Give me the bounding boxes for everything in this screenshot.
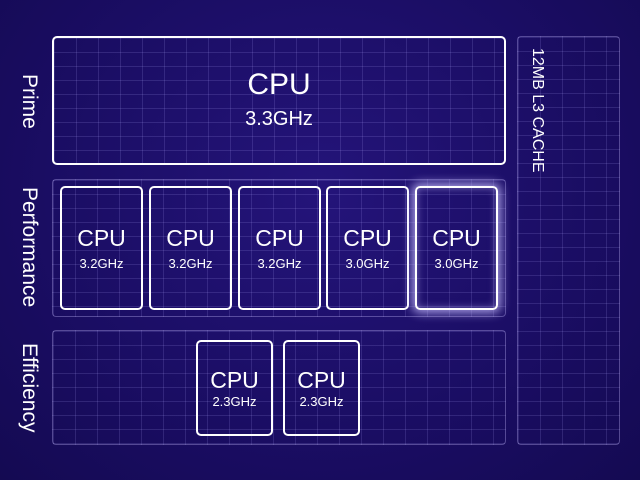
core-frequency: 3.0GHz bbox=[434, 255, 479, 271]
core-frequency: 3.2GHz bbox=[168, 255, 213, 271]
core-name: CPU bbox=[432, 224, 481, 251]
core-name: CPU bbox=[343, 224, 392, 251]
core-frequency: 3.2GHz bbox=[257, 255, 302, 271]
core-frequency: 3.2GHz bbox=[79, 255, 124, 271]
performance-core: CPU 3.2GHz bbox=[149, 186, 232, 310]
efficiency-label: Efficiency bbox=[18, 342, 41, 433]
core-frequency: 2.3GHz bbox=[212, 393, 257, 409]
core-name: CPU bbox=[77, 224, 126, 251]
performance-core: CPU 3.0GHz bbox=[326, 186, 409, 310]
prime-core: CPU 3.3GHz bbox=[52, 36, 506, 165]
core-frequency: 3.0GHz bbox=[345, 255, 390, 271]
l3-cache-label: 12MB L3 CACHE bbox=[529, 48, 546, 173]
performance-core-highlighted: CPU 3.0GHz bbox=[415, 186, 498, 310]
performance-cluster bbox=[52, 179, 506, 317]
core-name: CPU bbox=[255, 224, 304, 251]
prime-label: Prime bbox=[18, 73, 41, 129]
core-frequency: 2.3GHz bbox=[299, 393, 344, 409]
l3-cache bbox=[517, 36, 620, 445]
core-frequency: 3.3GHz bbox=[245, 108, 313, 130]
performance-core: CPU 3.2GHz bbox=[60, 186, 143, 310]
performance-core: CPU 3.2GHz bbox=[238, 186, 321, 310]
core-name: CPU bbox=[297, 366, 346, 393]
efficiency-cluster bbox=[52, 330, 506, 445]
performance-label: Performance bbox=[18, 187, 41, 308]
core-name: CPU bbox=[166, 224, 215, 251]
core-name: CPU bbox=[247, 68, 311, 101]
core-name: CPU bbox=[210, 366, 259, 393]
